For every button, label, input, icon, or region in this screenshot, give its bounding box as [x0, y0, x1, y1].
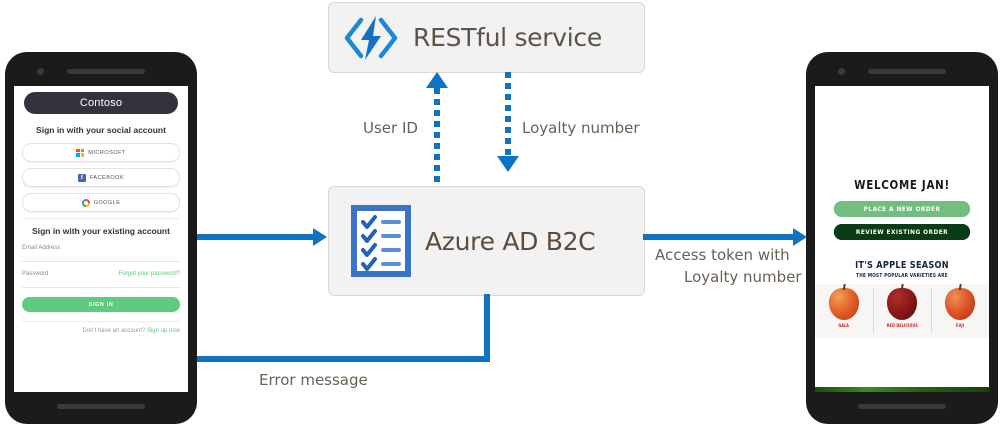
edge-user-id-line [434, 88, 440, 186]
edge-error-message-label: Error message [259, 371, 368, 389]
microsoft-logo-icon [76, 148, 85, 157]
right-phone-device: WELCOME JAN! PLACE A NEW ORDER REVIEW EX… [806, 52, 998, 424]
social-signin-microsoft-button[interactable]: MICROSOFT [22, 143, 180, 162]
edge-sign-in-line [197, 234, 315, 240]
password-field-label: Password [22, 271, 49, 277]
left-phone-device: Contoso Sign in with your social account… [5, 52, 197, 424]
social-button-label: MICROSOFT [88, 149, 126, 156]
checklist-icon [351, 205, 411, 277]
edge-loyalty-number-label: Loyalty number [522, 119, 640, 137]
front-camera-icon [838, 68, 845, 75]
right-phone-screen: WELCOME JAN! PLACE A NEW ORDER REVIEW EX… [815, 86, 989, 392]
social-buttons-list: MICROSOFT f FACEBOOK GOOGLE [22, 143, 180, 212]
place-new-order-button[interactable]: PLACE A NEW ORDER [833, 201, 971, 217]
sign-up-now-link[interactable]: Sign up now [146, 328, 180, 334]
promo-footer-strip [815, 387, 989, 392]
edge-user-id-arrowhead [426, 72, 448, 88]
review-existing-order-button[interactable]: REVIEW EXISTING ORDER [833, 224, 971, 240]
apple-variety-label: GALA [838, 323, 850, 328]
edge-access-token-arrowhead [793, 228, 807, 246]
home-indicator [858, 404, 946, 409]
edge-access-token-label-line1: Access token with [655, 246, 790, 264]
promo-heading: IT'S APPLE SEASON [855, 260, 949, 271]
google-logo-icon [81, 198, 90, 207]
apple-variety-label: RED DELICIOUS [886, 323, 918, 328]
social-signin-google-button[interactable]: GOOGLE [22, 193, 180, 212]
edge-error-horizontal-line [197, 356, 490, 362]
social-button-label: FACEBOOK [89, 174, 125, 181]
restful-service-label: RESTful service [413, 23, 602, 52]
edge-sign-in-arrowhead [313, 228, 327, 246]
signup-prompt-text: Don't have an account? [82, 328, 146, 334]
sign-in-button[interactable]: SIGN IN [22, 297, 180, 312]
section-divider [22, 218, 180, 219]
facebook-logo-icon: f [77, 173, 86, 182]
earpiece-speaker [67, 69, 145, 74]
apple-variety-label: FUJI [955, 323, 965, 328]
list-item[interactable]: GALA [815, 284, 873, 338]
promo-subheading: THE MOST POPULAR VARIETIES ARE [856, 273, 948, 279]
left-phone-screen: Contoso Sign in with your social account… [14, 86, 188, 392]
password-field[interactable]: Password Forgot your password? [22, 269, 180, 288]
social-account-heading: Sign in with your social account [36, 125, 166, 135]
list-item[interactable]: RED DELICIOUS [873, 284, 931, 338]
home-indicator [57, 404, 145, 409]
forgot-password-link[interactable]: Forgot your password? [118, 271, 180, 277]
signup-row: Don't have an account? Sign up now [22, 321, 180, 334]
earpiece-speaker [868, 69, 946, 74]
apple-red-delicious-icon [887, 288, 917, 320]
social-button-label: GOOGLE [93, 199, 121, 206]
azure-ad-b2c-node[interactable]: Azure AD B2C [328, 186, 645, 296]
welcome-message: WELCOME JAN! [854, 178, 950, 192]
apple-fuji-icon [945, 288, 975, 320]
edge-access-token-line [643, 234, 795, 240]
edge-error-vertical-line [484, 294, 490, 362]
apple-varieties-list: GALA RED DELICIOUS FUJI [815, 284, 989, 338]
azure-ad-b2c-label: Azure AD B2C [425, 226, 596, 256]
list-item[interactable]: FUJI [931, 284, 989, 338]
existing-account-heading: Sign in with your existing account [32, 226, 170, 236]
edge-user-id-label: User ID [363, 119, 418, 137]
edge-access-token-label-line2: Loyalty number [684, 268, 802, 286]
restful-service-node[interactable]: RESTful service [328, 2, 645, 73]
email-field[interactable]: Email Address [22, 243, 180, 262]
apple-gala-icon [829, 288, 859, 320]
code-lightning-icon [343, 10, 399, 66]
edge-loyalty-number-line [505, 72, 511, 156]
brand-header: Contoso [24, 92, 178, 114]
front-camera-icon [37, 68, 44, 75]
edge-loyalty-number-arrowhead [497, 156, 519, 172]
email-field-label: Email Address [22, 245, 61, 251]
social-signin-facebook-button[interactable]: f FACEBOOK [22, 168, 180, 187]
